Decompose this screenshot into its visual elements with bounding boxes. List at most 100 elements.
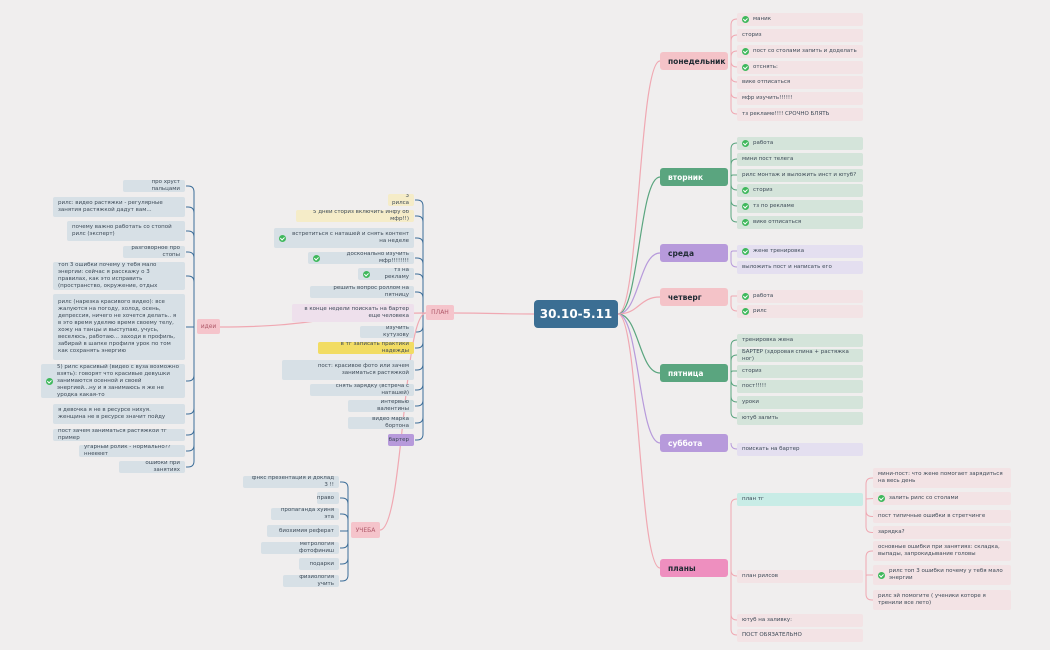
plan-task-node[interactable]: 3 рилса [388, 194, 414, 206]
task-node[interactable]: ПОСТ ОБЯЗАТЕЛЬНО [737, 629, 863, 642]
task-node[interactable]: ютуб на заливку: [737, 614, 863, 627]
plan-task-node[interactable]: изучить кутузову [360, 326, 414, 338]
topic-text: пост: красивое фото или зачем заниматься… [317, 363, 409, 376]
study-node[interactable]: физиология учить [283, 575, 339, 587]
task-node[interactable]: пост типичные ошибки в стретчинге [873, 510, 1011, 523]
day-monday[interactable]: понедельник [660, 52, 728, 70]
task-node[interactable]: вике отписаться [737, 76, 863, 89]
central-topic[interactable]: 30.10-5.11 [534, 300, 618, 328]
task-node[interactable]: основные ошибки при занятиях: складка, в… [873, 541, 1011, 561]
task-node[interactable]: вике отписаться [737, 216, 863, 229]
idea-node[interactable]: топ 3 ошибки почему у тебя мало энергии:… [53, 262, 185, 290]
connector-line [186, 327, 195, 436]
task-node[interactable]: рилс топ 3 ошибки почему у тебя мало эне… [873, 565, 1011, 585]
task-node[interactable]: тренировка жена [737, 334, 863, 347]
task-node[interactable]: работа [737, 290, 863, 303]
task-node[interactable]: пост со столами запить и доделать [737, 45, 863, 58]
idea-node[interactable]: рилс: видео растяжки - регулярные заняти… [53, 197, 185, 217]
idea-node[interactable]: 5) рилс красивый (видео с вуза возможно … [41, 364, 185, 398]
task-node[interactable]: сториз [737, 365, 863, 378]
task-node[interactable]: тз по рекламе [737, 200, 863, 213]
ideas-topic[interactable]: идеи [197, 319, 220, 334]
day-thursday[interactable]: четверг [660, 288, 728, 306]
check-icon [363, 270, 370, 278]
task-node[interactable]: сториз [737, 29, 863, 42]
task-node[interactable]: мфр изучить!!!!!! [737, 92, 863, 105]
task-node[interactable]: залить рилс со столами [873, 492, 1011, 505]
check-icon [742, 308, 749, 315]
plan-reels-node[interactable]: план рилсов [737, 570, 863, 583]
plan-task-node[interactable]: досконально изучить мфр!!!!!!!! [308, 252, 414, 264]
task-node[interactable]: мини пост телега [737, 153, 863, 166]
study-node[interactable]: подарки [299, 558, 339, 570]
idea-node[interactable]: пост зачем заниматься растяжкой тг приме… [53, 429, 185, 441]
connector-line [415, 291, 424, 313]
plan-task-node[interactable]: тз на рекламу [358, 268, 414, 280]
task-node[interactable]: работа [737, 137, 863, 150]
connector-line [340, 529, 349, 532]
task-node[interactable]: рилс монтаж и выложить инст и ютуб? [737, 169, 863, 182]
idea-node[interactable]: ошибки при занятиях [119, 461, 185, 473]
day-tuesday[interactable]: вторник [660, 168, 728, 186]
connector-line [186, 327, 195, 415]
task-node[interactable]: БАРТЕР (здоровая спина + растяжка ног) [737, 349, 863, 362]
check-icon [742, 140, 749, 147]
task-node[interactable]: рилс эй помогите ( ученики которе я трен… [873, 590, 1011, 610]
topic-text: тз по рекламе [753, 203, 795, 209]
idea-node[interactable]: про хруст пальцами [123, 180, 185, 192]
study-node[interactable]: право [317, 492, 339, 504]
plan-task-node[interactable]: решить вопрос роллом на пятницу [310, 286, 414, 298]
idea-node[interactable]: почему важно работать со стопой рилс (эк… [67, 221, 185, 241]
task-node[interactable]: мини-пост: что жене помогает зарядиться … [873, 468, 1011, 488]
task-node[interactable]: выложить пост и написать его [737, 261, 863, 274]
day-plans[interactable]: планы [660, 559, 728, 577]
task-node[interactable]: маник [737, 13, 863, 26]
idea-node[interactable]: угарный ролик - нормально??ннеееет [79, 445, 185, 457]
topic-text: рилс [753, 308, 767, 314]
connector-line [415, 313, 424, 333]
task-node[interactable]: поискать на бартер [737, 443, 863, 456]
check-icon [742, 48, 749, 55]
plan-task-node[interactable]: видео марка бортона [348, 417, 414, 429]
task-node[interactable]: отснять: [737, 61, 863, 74]
plan-task-node[interactable]: пост: красивое фото или зачем заниматься… [282, 360, 414, 380]
plan-task-node[interactable]: в конце недели поискать на бартер еще че… [292, 304, 414, 322]
topic-text: мфр изучить!!!!!! [742, 95, 793, 101]
plan-topic[interactable]: ПЛАН [426, 305, 454, 320]
task-node[interactable]: сториз [737, 184, 863, 197]
study-node[interactable]: пропаганда хуйня эта [271, 508, 339, 520]
task-node[interactable]: тз рекламе!!!! СРОЧНО БЛЯТЬ [737, 108, 863, 121]
task-node[interactable]: зарядка? [873, 526, 1011, 539]
day-saturday[interactable]: суббота [660, 434, 728, 452]
plan-task-node[interactable]: встретиться с наташей и снять контент на… [274, 228, 414, 248]
study-node[interactable]: фнкс презентация и доклад 3 !! [243, 476, 339, 488]
idea-node[interactable]: я девочка я не в ресурсе нихуя. женщина … [53, 404, 185, 424]
idea-node[interactable]: разговорное про стопы [123, 246, 185, 258]
topic-text: ютуб залить [742, 415, 779, 421]
study-node[interactable]: метрология фотофиниш [261, 542, 339, 554]
connector-line [340, 530, 349, 565]
plan-task-node[interactable]: снять зарядку (встреча с наташей) [310, 384, 414, 396]
plan-task-node[interactable]: 5 дней сториз включить инфу об мфр!!) [296, 210, 414, 222]
study-node[interactable]: биохимия реферат [267, 525, 339, 537]
topic-text: 5 дней сториз включить инфу об мфр!!) [312, 210, 409, 222]
study-topic[interactable]: УЧЕБА [351, 522, 380, 538]
topic-text: видео марка бортона [372, 417, 409, 429]
task-node[interactable]: пост!!!!! [737, 380, 863, 393]
topic-text: 3 рилса [392, 194, 409, 206]
topic-text: в тг записать практики надежды [340, 342, 409, 354]
day-friday[interactable]: пятница [660, 364, 728, 382]
day-wednesday[interactable]: среда [660, 244, 728, 262]
connector-line [186, 327, 195, 452]
idea-node[interactable]: рилс (нарезка красивого видео): все жалу… [53, 294, 185, 360]
topic-text: зарядка? [878, 529, 905, 535]
task-node[interactable]: жене тренировка [737, 245, 863, 258]
plan-task-node[interactable]: в тг записать практики надежды [318, 342, 414, 354]
plan-tg-node[interactable]: план тг [737, 493, 863, 506]
task-node[interactable]: ютуб залить [737, 412, 863, 425]
plan-task-node[interactable]: бартер [388, 434, 414, 446]
task-node[interactable]: уроки [737, 396, 863, 409]
plan-task-node[interactable]: интервью валентины [348, 400, 414, 412]
task-node[interactable]: рилс [737, 305, 863, 318]
connector-line [617, 296, 661, 315]
